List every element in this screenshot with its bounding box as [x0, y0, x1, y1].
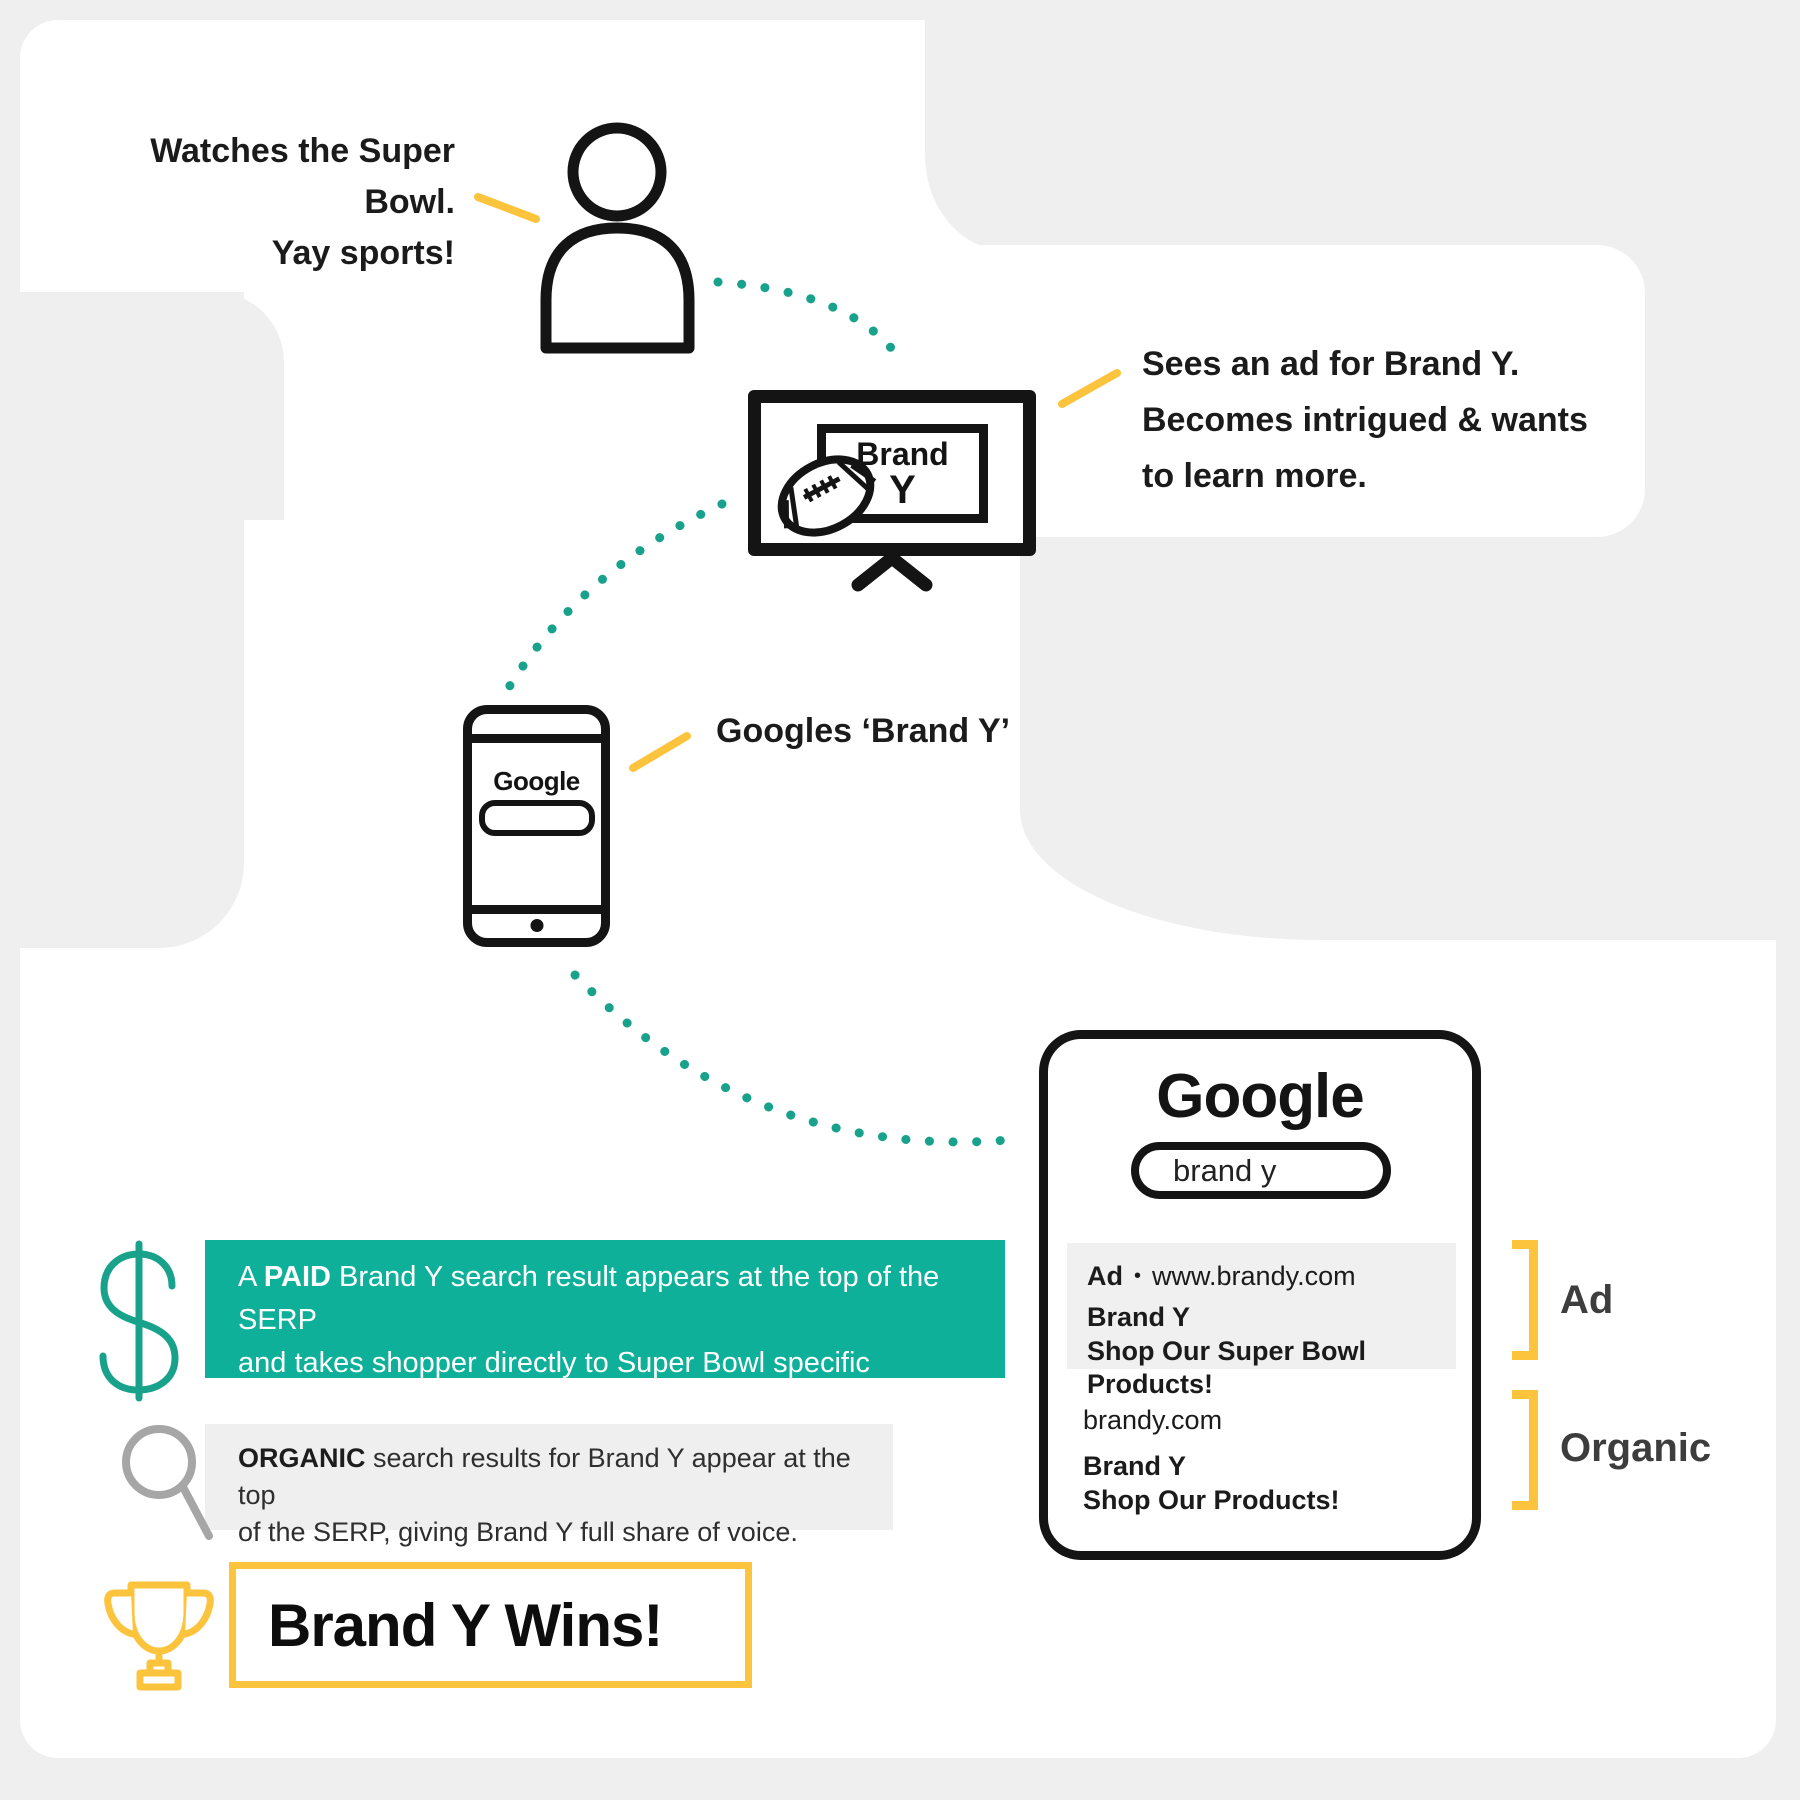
- ad-annotation-label: Ad: [1560, 1278, 1614, 1322]
- see-ad-caption: Sees an ad for Brand Y. Becomes intrigue…: [1142, 336, 1588, 504]
- see-ad-caption-line3: to learn more.: [1142, 457, 1367, 496]
- ad-result-subtitle: Shop Our Super Bowl Products!: [1087, 1336, 1367, 1399]
- phone-home-button: [530, 919, 543, 932]
- phone-search-bar: [478, 800, 595, 836]
- tv-ad-screen: Brand Y: [817, 424, 988, 523]
- ad-tag: Ad: [1087, 1261, 1123, 1291]
- ad-result-url-row: Ad • www.brandy.com: [1087, 1261, 1456, 1292]
- see-ad-caption-line1: Sees an ad for Brand Y.: [1142, 345, 1520, 383]
- tv-icon: Brand Y: [748, 390, 1036, 556]
- decor-blob-left-narrow: [0, 292, 244, 948]
- serp-organic-result: brandy.com Brand Y Shop Our Products!: [1083, 1405, 1340, 1517]
- google-logo: Google: [1156, 1062, 1365, 1131]
- organic-bracket: [1512, 1390, 1538, 1510]
- tv-ad-brand-line2: Y: [889, 467, 916, 512]
- paid-callout-line1: A PAID Brand Y search result appears at …: [238, 1261, 940, 1336]
- organic-callout-line2: of the SERP, giving Brand Y full share o…: [238, 1517, 798, 1547]
- organic-result-title: Brand Y: [1083, 1451, 1187, 1481]
- watch-caption-line2: Yay sports!: [271, 234, 455, 272]
- organic-result-subtitle: Shop Our Products!: [1083, 1485, 1340, 1516]
- ad-result-url: www.brandy.com: [1152, 1261, 1356, 1291]
- phone-icon: Google: [463, 705, 610, 947]
- googles-brand-y-caption: Googles ‘Brand Y’: [716, 712, 1011, 750]
- decor-blob-top-right: [925, 0, 1800, 250]
- serp-search-input: brand y: [1131, 1142, 1391, 1199]
- phone-bottom-bezel: [472, 905, 601, 914]
- organic-callout-box: ORGANIC search results for Brand Y appea…: [205, 1424, 893, 1547]
- ad-bullet-separator: •: [1134, 1265, 1142, 1287]
- tv-ad-brand-line1: Brand: [856, 435, 949, 472]
- organic-callout-line1: ORGANIC search results for Brand Y appea…: [238, 1443, 851, 1510]
- brand-y-wins-text: Brand Y Wins!: [268, 1591, 663, 1659]
- ad-bracket: [1512, 1240, 1538, 1360]
- serp-card: Google brand y Ad • www.brandy.com Brand…: [1039, 1030, 1481, 1560]
- brand-y-wins-box: Brand Y Wins!: [229, 1562, 752, 1688]
- watch-superbowl-caption: Watches the Super Bowl. Yay sports!: [55, 126, 455, 279]
- serp-ad-result: Ad • www.brandy.com Brand Y Shop Our Sup…: [1067, 1243, 1456, 1399]
- phone-google-logo: Google: [493, 766, 580, 796]
- organic-annotation-label: Organic: [1560, 1426, 1712, 1470]
- serp-query-text: brand y: [1173, 1152, 1277, 1188]
- paid-callout-box: A PAID Brand Y search result appears at …: [205, 1240, 1005, 1465]
- organic-result-url: brandy.com: [1083, 1405, 1223, 1435]
- see-ad-caption-line2: Becomes intrigued & wants: [1142, 401, 1588, 440]
- phone-top-bezel: [472, 734, 601, 743]
- watch-caption-line1: Watches the Super Bowl.: [150, 132, 455, 221]
- ad-result-title: Brand Y: [1087, 1302, 1191, 1332]
- paid-callout-line2: and takes shopper directly to Super Bowl…: [238, 1347, 870, 1422]
